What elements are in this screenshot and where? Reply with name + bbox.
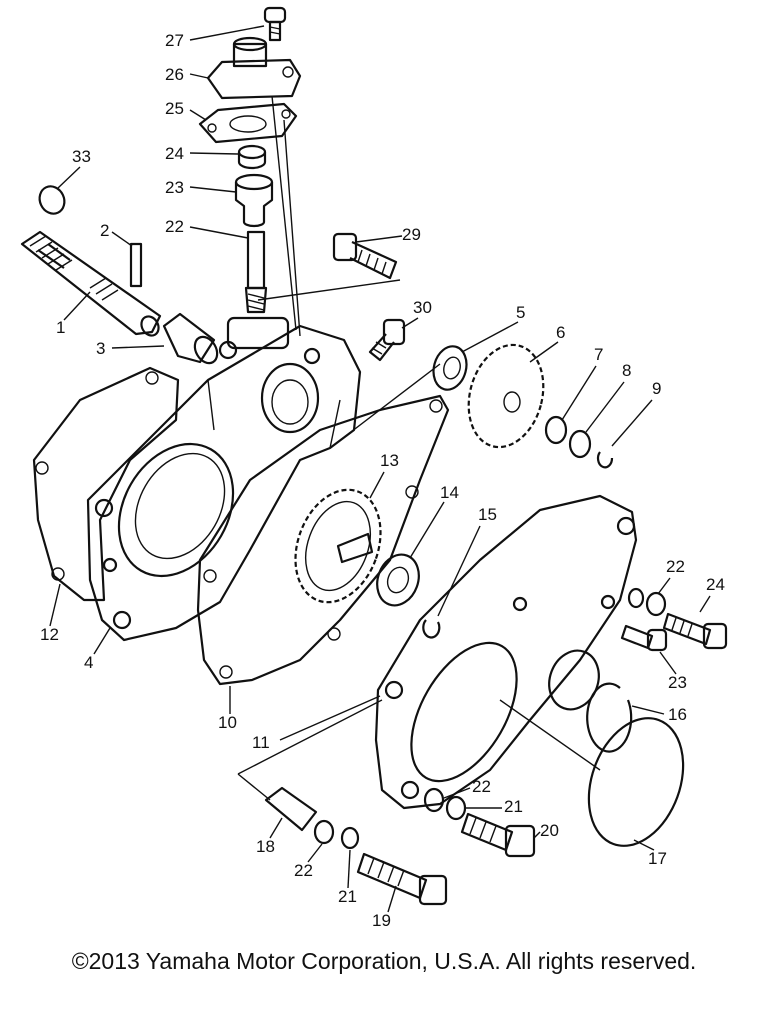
part-bolt-23 [620, 624, 668, 652]
callout-23: 23 [668, 673, 687, 692]
part-crankcase-cover-4 [86, 316, 362, 642]
part-bolt-24 [662, 612, 728, 650]
part-bolt-19 [356, 852, 448, 906]
callout-11: 11 [252, 733, 270, 752]
callout-10: 10 [218, 713, 237, 732]
callout-8: 8 [622, 361, 631, 380]
callout-6: 6 [556, 323, 565, 342]
part-washer-21-center [445, 795, 467, 821]
part-circlip-9 [596, 451, 614, 469]
part-pin-2 [129, 242, 143, 288]
part-bushing-28 [234, 173, 274, 228]
part-bolt-25 [332, 232, 398, 280]
part-bolt-20 [460, 812, 536, 858]
part-bearing-5 [432, 345, 468, 391]
callout-2: 2 [100, 221, 109, 240]
callout-3: 3 [96, 339, 105, 358]
callout-31: 26 [165, 65, 184, 84]
exploded-parts-diagram: 27 26 25 24 23 22 33 2 1 3 29 30 5 6 7 8… [20, 6, 728, 930]
callout-28: 23 [165, 178, 184, 197]
callout-30: 25 [165, 99, 184, 118]
part-washer-22-right [645, 591, 667, 617]
part-circlip-15 [422, 619, 441, 639]
part-bolt-26 [368, 318, 406, 362]
part-outer-cover-11 [374, 494, 638, 810]
callout-17: 17 [648, 849, 667, 868]
callout-4: 4 [84, 653, 93, 672]
callout-15: 15 [478, 505, 497, 524]
callout-18: 18 [256, 837, 275, 856]
part-gasket-10 [196, 394, 450, 686]
callout-22-lower: 22 [294, 861, 313, 880]
part-washer-22-center [423, 787, 445, 813]
callout-26: 30 [413, 298, 432, 317]
part-washer-21-lower [340, 826, 360, 850]
callout-22-right: 22 [666, 557, 685, 576]
callout-5: 5 [516, 303, 525, 322]
part-gasket-12 [32, 366, 180, 602]
callout-29: 24 [165, 144, 184, 163]
part-sprocket-6 [467, 343, 545, 449]
part-drive-gear-27 [244, 230, 268, 314]
callout-16: 16 [668, 705, 687, 724]
callout-14: 14 [440, 483, 459, 502]
callout-20: 20 [540, 821, 559, 840]
parts-drawing [20, 6, 728, 906]
part-washer-8 [568, 429, 592, 459]
part-gear-13 [294, 488, 382, 604]
callout-21-lower: 21 [338, 887, 357, 906]
part-collar-3 [162, 312, 219, 365]
callout-12: 12 [40, 625, 59, 644]
part-dowel-18 [264, 786, 318, 832]
part-washer-22-lower [313, 819, 335, 845]
callout-1: 1 [56, 318, 65, 337]
part-washer-7 [544, 415, 568, 445]
callout-19: 19 [372, 911, 391, 930]
callout-22-center: 22 [472, 777, 491, 796]
copyright-notice: ©2013 Yamaha Motor Corporation, U.S.A. A… [71, 948, 697, 974]
part-washer-33 [38, 185, 66, 215]
callout-24: 24 [706, 575, 725, 594]
callout-33: 33 [72, 147, 91, 166]
callout-32: 27 [165, 31, 184, 50]
part-flange-31 [206, 36, 302, 100]
callout-27: 22 [165, 217, 184, 236]
part-circlip-16 [586, 682, 633, 753]
callout-21-center: 21 [504, 797, 523, 816]
callouts: 27 26 25 24 23 22 33 2 1 3 29 30 5 6 7 8… [40, 25, 725, 930]
part-worm-shaft-1 [20, 230, 162, 337]
callout-7: 7 [594, 345, 603, 364]
callout-9: 9 [652, 379, 661, 398]
part-seal-29 [237, 144, 267, 170]
part-bolt-32 [263, 6, 287, 42]
callout-13: 13 [380, 451, 399, 470]
part-washer-right-2 [627, 587, 645, 609]
callout-25: 29 [402, 225, 421, 244]
part-bearing-14 [376, 553, 420, 607]
part-o-ring-17 [587, 717, 685, 847]
part-gasket-30 [198, 102, 298, 144]
